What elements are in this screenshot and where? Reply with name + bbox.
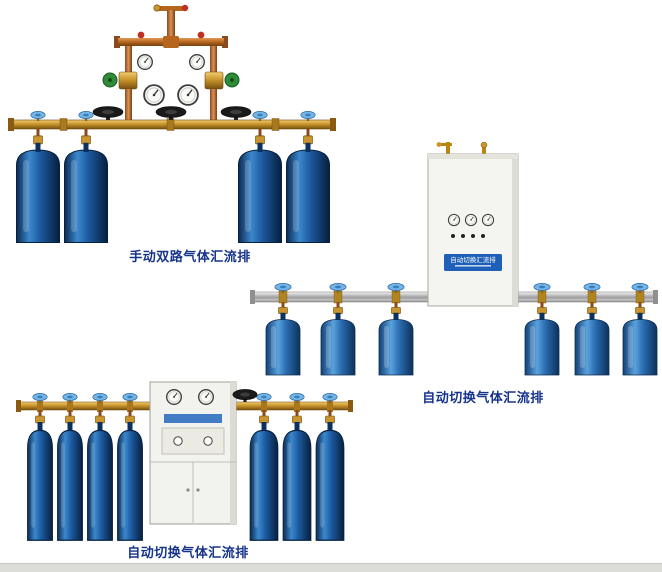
cabinet-label-strip: [164, 414, 222, 423]
pressure-regulator-left: [102, 71, 138, 120]
control-cabinet: 自动切换汇流排: [427, 142, 519, 307]
caption-manual-dual-manifold: 手动双路气体汇流排: [129, 249, 251, 264]
manual-dual-manifold-illustration: [8, 4, 336, 243]
inlet-piping: [114, 4, 228, 74]
pressure-regulator-right: [204, 71, 240, 120]
pressure-gauges: [137, 54, 205, 106]
bottom-divider: [0, 563, 662, 572]
cabinet-plate-text: 自动切换汇流排: [450, 255, 496, 264]
main-manifold-pipe: [8, 118, 336, 131]
cabinet-name-plate: [444, 254, 502, 271]
auto-switch-wall-manifold-illustration: 自动切换汇流排: [250, 142, 658, 376]
auto-switch-floor-manifold-illustration: [16, 381, 353, 541]
caption-auto-switch-floor: 自动切换气体汇流排: [127, 545, 249, 560]
control-cabinet: [149, 381, 237, 525]
gas-cylinders: [265, 319, 658, 376]
caption-auto-switch-wall: 自动切换气体汇流排: [422, 390, 544, 405]
